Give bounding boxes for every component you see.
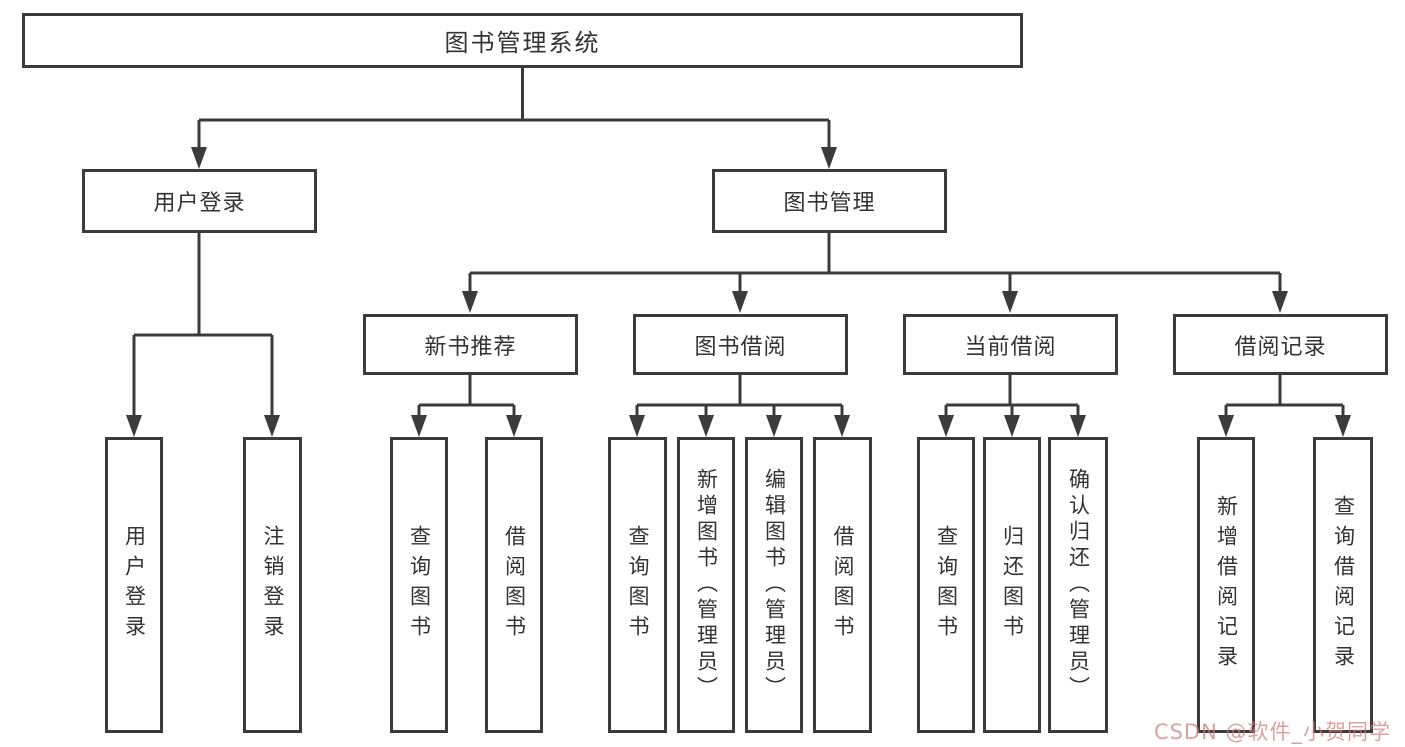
node-borrow-records: 借阅记录 — [1173, 314, 1388, 375]
leaf-add-books-admin: 新增图书（管理员） — [677, 437, 735, 733]
arrow-down-icon — [1218, 415, 1234, 437]
connector-userlogin-to-leaves — [132, 233, 274, 417]
leaf-borrow-books-2: 借阅图书 — [813, 437, 872, 733]
leaf-edit-books-admin: 编辑图书（管理员） — [745, 437, 803, 733]
arrow-down-icon — [411, 415, 427, 437]
arrow-down-icon — [629, 415, 645, 437]
arrow-down-icon — [834, 415, 850, 437]
arrow-down-icon — [1335, 415, 1351, 437]
leaf-borrow-books-1: 借阅图书 — [485, 437, 543, 733]
arrow-down-icon — [191, 147, 207, 169]
leaf-query-books-1: 查询图书 — [390, 437, 448, 733]
arrow-down-icon — [126, 415, 142, 437]
arrow-down-icon — [1002, 291, 1018, 313]
leaf-confirm-return-admin: 确认归还（管理员） — [1048, 437, 1108, 733]
connector-current-to-leaves — [944, 375, 1080, 417]
arrow-down-icon — [264, 415, 280, 437]
connector-bookmgmt-to-level3 — [468, 233, 1282, 293]
node-user-login: 用户登录 — [82, 169, 317, 233]
leaf-query-books-3: 查询图书 — [917, 437, 975, 733]
arrowhead-icons — [126, 147, 1351, 437]
arrow-down-icon — [1004, 415, 1020, 437]
arrow-down-icon — [821, 147, 837, 169]
arrow-down-icon — [462, 291, 478, 313]
leaf-query-books-2: 查询图书 — [608, 437, 667, 733]
leaf-return-books: 归还图书 — [983, 437, 1041, 733]
leaf-user-login: 用户登录 — [105, 437, 163, 733]
node-new-book-recommend: 新书推荐 — [363, 314, 578, 375]
leaf-add-borrow-record: 新增借阅记录 — [1197, 437, 1255, 733]
arrow-down-icon — [1272, 291, 1288, 313]
node-root-system: 图书管理系统 — [22, 13, 1023, 68]
arrow-down-icon — [1070, 415, 1086, 437]
arrow-down-icon — [766, 415, 782, 437]
node-book-management: 图书管理 — [712, 169, 947, 233]
arrow-down-icon — [506, 415, 522, 437]
arrow-down-icon — [938, 415, 954, 437]
arrow-down-icon — [732, 291, 748, 313]
connector-root-to-level2 — [197, 68, 831, 149]
node-current-borrow: 当前借阅 — [903, 314, 1118, 375]
leaf-query-borrow-record: 查询借阅记录 — [1313, 437, 1373, 733]
leaf-logout: 注销登录 — [243, 437, 302, 733]
arrow-down-icon — [698, 415, 714, 437]
node-book-borrow: 图书借阅 — [633, 314, 848, 375]
connector-newbook-to-leaves — [417, 375, 516, 417]
connector-records-to-leaves — [1224, 375, 1345, 417]
connector-borrow-to-leaves — [635, 375, 844, 417]
